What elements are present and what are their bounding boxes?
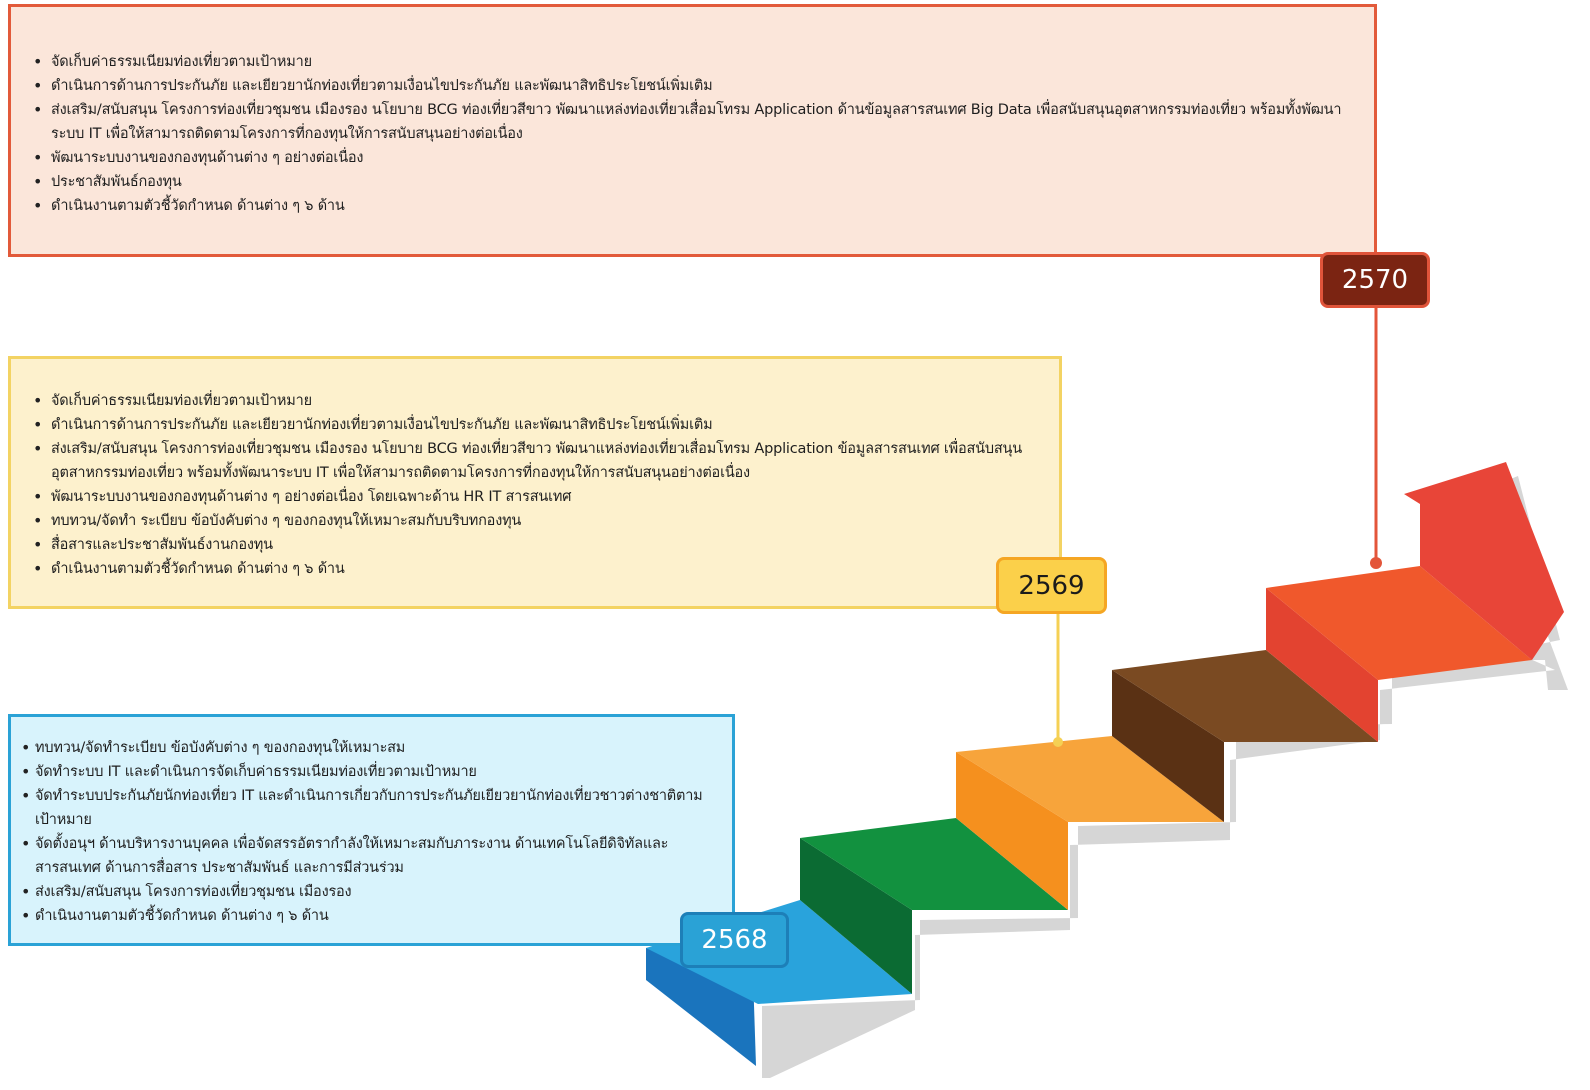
list-item: ทบทวน/จัดทำ ระเบียบ ข้อบังคับต่าง ๆ ของก… [25,509,1045,533]
plan-list-2570: จัดเก็บค่าธรรมเนียมท่องเที่ยวตามเป้าหมาย… [25,50,1360,218]
plan-list-2568: ทบทวน/จัดทำระเบียบ ข้อบังคับต่าง ๆ ของกอ… [17,736,724,928]
list-item: ดำเนินการด้านการประกันภัย และเยียวยานักท… [25,74,1360,98]
step-red-riser [1266,588,1378,742]
list-item: ส่งเสริม/สนับสนุน โครงการท่องเที่ยวชุมชน… [25,98,1360,146]
year-badge-2569: 2569 [996,557,1107,614]
step-brown-riser [1112,670,1224,822]
step-green-tread [800,818,1068,910]
step-green-riser [800,838,912,994]
list-item: ส่งเสริม/สนับสนุน โครงการท่องเที่ยวชุมชน… [17,880,724,904]
connector-dot-2569 [1053,737,1063,747]
list-item: ส่งเสริม/สนับสนุน โครงการท่องเที่ยวชุมชน… [25,437,1045,485]
list-item: ดำเนินงานตามตัวชี้วัดกำหนด ด้านต่าง ๆ ๖ … [17,904,724,928]
list-item: ประชาสัมพันธ์กองทุน [25,170,1360,194]
list-item: พัฒนาระบบงานของกองทุนด้านต่าง ๆ อย่างต่อ… [25,146,1360,170]
step-orange-riser [956,752,1068,910]
list-item: ทบทวน/จัดทำระเบียบ ข้อบังคับต่าง ๆ ของกอ… [17,736,724,760]
arrow-head [1404,462,1564,660]
list-item: พัฒนาระบบงานของกองทุนด้านต่าง ๆ อย่างต่อ… [25,485,1045,509]
list-item: จัดทำระบบประกันภัยนักท่องเที่ยว IT และดำ… [17,784,724,832]
panel-2568: ทบทวน/จัดทำระเบียบ ข้อบังคับต่าง ๆ ของกอ… [8,714,735,946]
list-item: ดำเนินการด้านการประกันภัย และเยียวยานักท… [25,413,1045,437]
list-item: จัดเก็บค่าธรรมเนียมท่องเที่ยวตามเป้าหมาย [25,389,1045,413]
plan-list-2569: จัดเก็บค่าธรรมเนียมท่องเที่ยวตามเป้าหมาย… [25,389,1045,581]
year-badge-2568: 2568 [680,912,789,968]
list-item: สื่อสารและประชาสัมพันธ์งานกองทุน [25,533,1045,557]
step-brown-tread [1112,650,1378,742]
step-orange-tread [956,736,1224,822]
list-item: ดำเนินงานตามตัวชี้วัดกำหนด ด้านต่าง ๆ ๖ … [25,194,1360,218]
connector-dot-2570 [1370,557,1382,569]
list-item: จัดทำระบบ IT และดำเนินการจัดเก็บค่าธรรมเ… [17,760,724,784]
list-item: ดำเนินงานตามตัวชี้วัดกำหนด ด้านต่าง ๆ ๖ … [25,557,1045,581]
panel-2570: จัดเก็บค่าธรรมเนียมท่องเที่ยวตามเป้าหมาย… [8,4,1377,257]
step-red-tread [1266,566,1532,680]
stair-shadow [762,476,1568,1078]
year-badge-2570: 2570 [1320,252,1430,308]
panel-2569: จัดเก็บค่าธรรมเนียมท่องเที่ยวตามเป้าหมาย… [8,356,1062,609]
list-item: จัดเก็บค่าธรรมเนียมท่องเที่ยวตามเป้าหมาย [25,50,1360,74]
list-item: จัดตั้งอนุฯ ด้านบริหารงานบุคคล เพื่อจัดส… [17,832,724,880]
